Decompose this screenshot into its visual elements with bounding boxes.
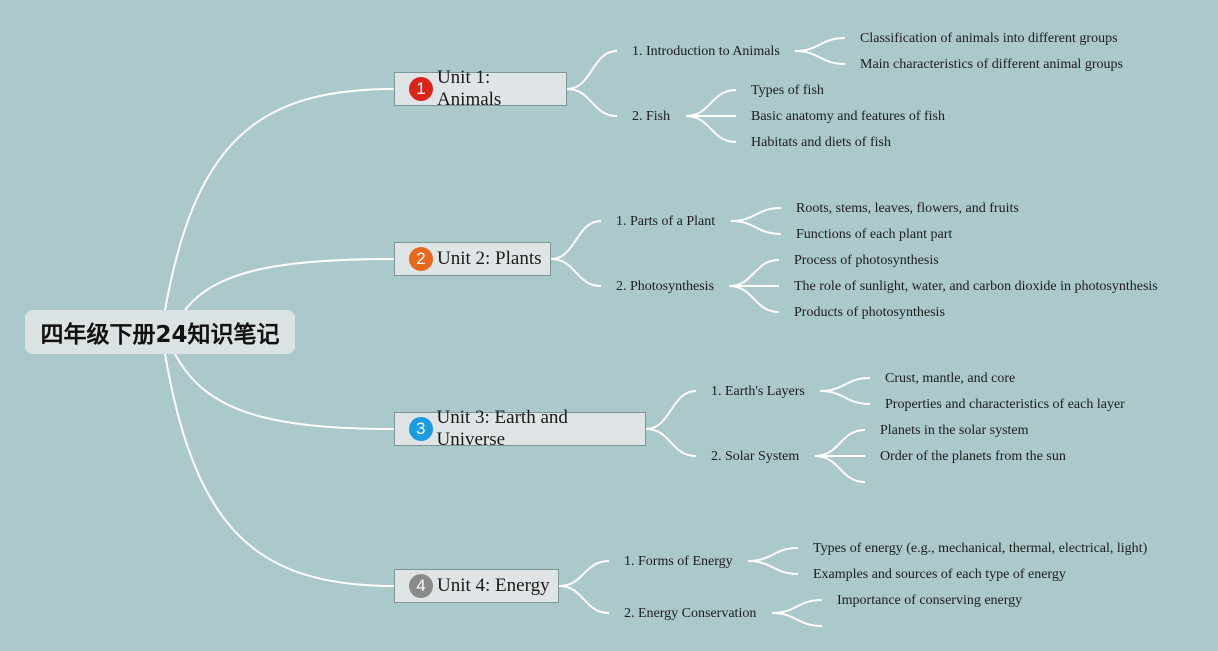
unit-4-topic-2-item-1[interactable]: Importance of conserving energy (837, 593, 1023, 608)
unit-1-topic-1[interactable]: 1. Introduction to Animals (632, 44, 780, 59)
unit-4-label: Unit 4: Energy (437, 575, 550, 596)
root-topic[interactable]: 四年级下册24知识笔记 (25, 310, 295, 354)
u1t2-item-3-line (685, 115, 737, 143)
unit-3-topic-2-item-1[interactable]: Planets in the solar system (880, 423, 1029, 438)
unit-4-node[interactable]: 4 Unit 4: Energy (394, 569, 559, 603)
unit-3-topic-1-item-1[interactable]: Crust, mantle, and core (885, 371, 1016, 386)
unit-3-topic-2-item-2[interactable]: Order of the planets from the sun (880, 449, 1066, 464)
unit-2-topic-1-item-1[interactable]: Roots, stems, leaves, flowers, and fruit… (796, 201, 1019, 216)
unit-1-to-topic-1-line (566, 50, 618, 90)
u2t2-item-1-line (728, 259, 780, 287)
unit-3-to-topic-1-line (645, 390, 697, 430)
unit-1-number-badge: 1 (409, 77, 433, 101)
unit-1-topic-2-item-2[interactable]: Basic anatomy and features of fish (751, 109, 945, 124)
unit-3-number-badge: 3 (409, 417, 433, 441)
unit-2-topic-2-item-1[interactable]: Process of photosynthesis (794, 253, 939, 268)
root-to-unit-2-line (184, 258, 395, 311)
unit-2-number-badge: 2 (409, 247, 433, 271)
unit-1-topic-1-item-1[interactable]: Classification of animals into different… (860, 31, 1118, 46)
u1t1-item-1-line (794, 37, 846, 52)
unit-3-topic-1-item-2[interactable]: Properties and characteristics of each l… (885, 397, 1125, 412)
unit-2-topic-2-item-3[interactable]: Products of photosynthesis (794, 305, 945, 320)
unit-3-topic-2[interactable]: 2. Solar System (711, 449, 800, 464)
unit-4-topic-1-item-2[interactable]: Examples and sources of each type of ene… (813, 567, 1066, 582)
u3t1-item-1-line (819, 377, 871, 392)
u4t1-item-1-line (747, 547, 799, 562)
unit-3-to-topic-2-line (645, 428, 697, 457)
u3t2-item-3-line (814, 455, 866, 483)
unit-1-to-topic-2-line (566, 88, 618, 117)
unit-4-topic-1-item-1[interactable]: Types of energy (e.g., mechanical, therm… (813, 541, 1148, 556)
u2t2-item-3-line (728, 285, 780, 313)
unit-3-topic-1[interactable]: 1. Earth's Layers (711, 384, 805, 399)
root-to-unit-1-line (164, 88, 395, 311)
unit-2-label: Unit 2: Plants (437, 248, 542, 269)
unit-3-label: Unit 3: Earth and Universe (436, 407, 568, 450)
u2t1-item-2-line (730, 220, 782, 235)
unit-1-topic-2-item-1[interactable]: Types of fish (751, 83, 824, 98)
u1t2-item-1-line (685, 89, 737, 117)
unit-3-node[interactable]: 3 Unit 3: Earth and Universe (394, 407, 646, 450)
unit-2-topic-1-item-2[interactable]: Functions of each plant part (796, 227, 953, 242)
u2t1-item-1-line (730, 207, 782, 222)
root-to-unit-4-line (164, 353, 395, 587)
u4t1-item-2-line (747, 560, 799, 575)
unit-4-topic-1[interactable]: 1. Forms of Energy (624, 554, 733, 569)
u3t1-item-2-line (819, 390, 871, 405)
unit-1-topic-2[interactable]: 2. Fish (632, 109, 671, 124)
unit-1-node[interactable]: 1 Unit 1: Animals (394, 67, 567, 110)
unit-2-topic-1[interactable]: 1. Parts of a Plant (616, 214, 716, 229)
u4t2-item-2-line (771, 612, 823, 627)
unit-1-topic-1-item-2[interactable]: Main characteristics of different animal… (860, 57, 1123, 72)
unit-1-label: Unit 1: Animals (436, 67, 502, 110)
unit-2-node[interactable]: 2 Unit 2: Plants (394, 242, 551, 276)
u1t1-item-2-line (794, 50, 846, 65)
unit-4-to-topic-1-line (558, 560, 610, 587)
unit-1-topic-2-item-3[interactable]: Habitats and diets of fish (751, 135, 891, 150)
unit-2-topic-2[interactable]: 2. Photosynthesis (616, 279, 715, 294)
unit-2-to-topic-1-line (550, 220, 602, 260)
u4t2-item-1-line (771, 599, 823, 614)
root-to-unit-3-line (174, 353, 395, 430)
u3t2-item-1-line (814, 429, 866, 457)
unit-4-to-topic-2-line (558, 585, 610, 614)
unit-2-to-topic-2-line (550, 258, 602, 287)
unit-2-topic-2-item-2[interactable]: The role of sunlight, water, and carbon … (794, 279, 1158, 294)
unit-4-topic-2[interactable]: 2. Energy Conservation (624, 606, 757, 621)
unit-4-number-badge: 4 (409, 574, 433, 598)
